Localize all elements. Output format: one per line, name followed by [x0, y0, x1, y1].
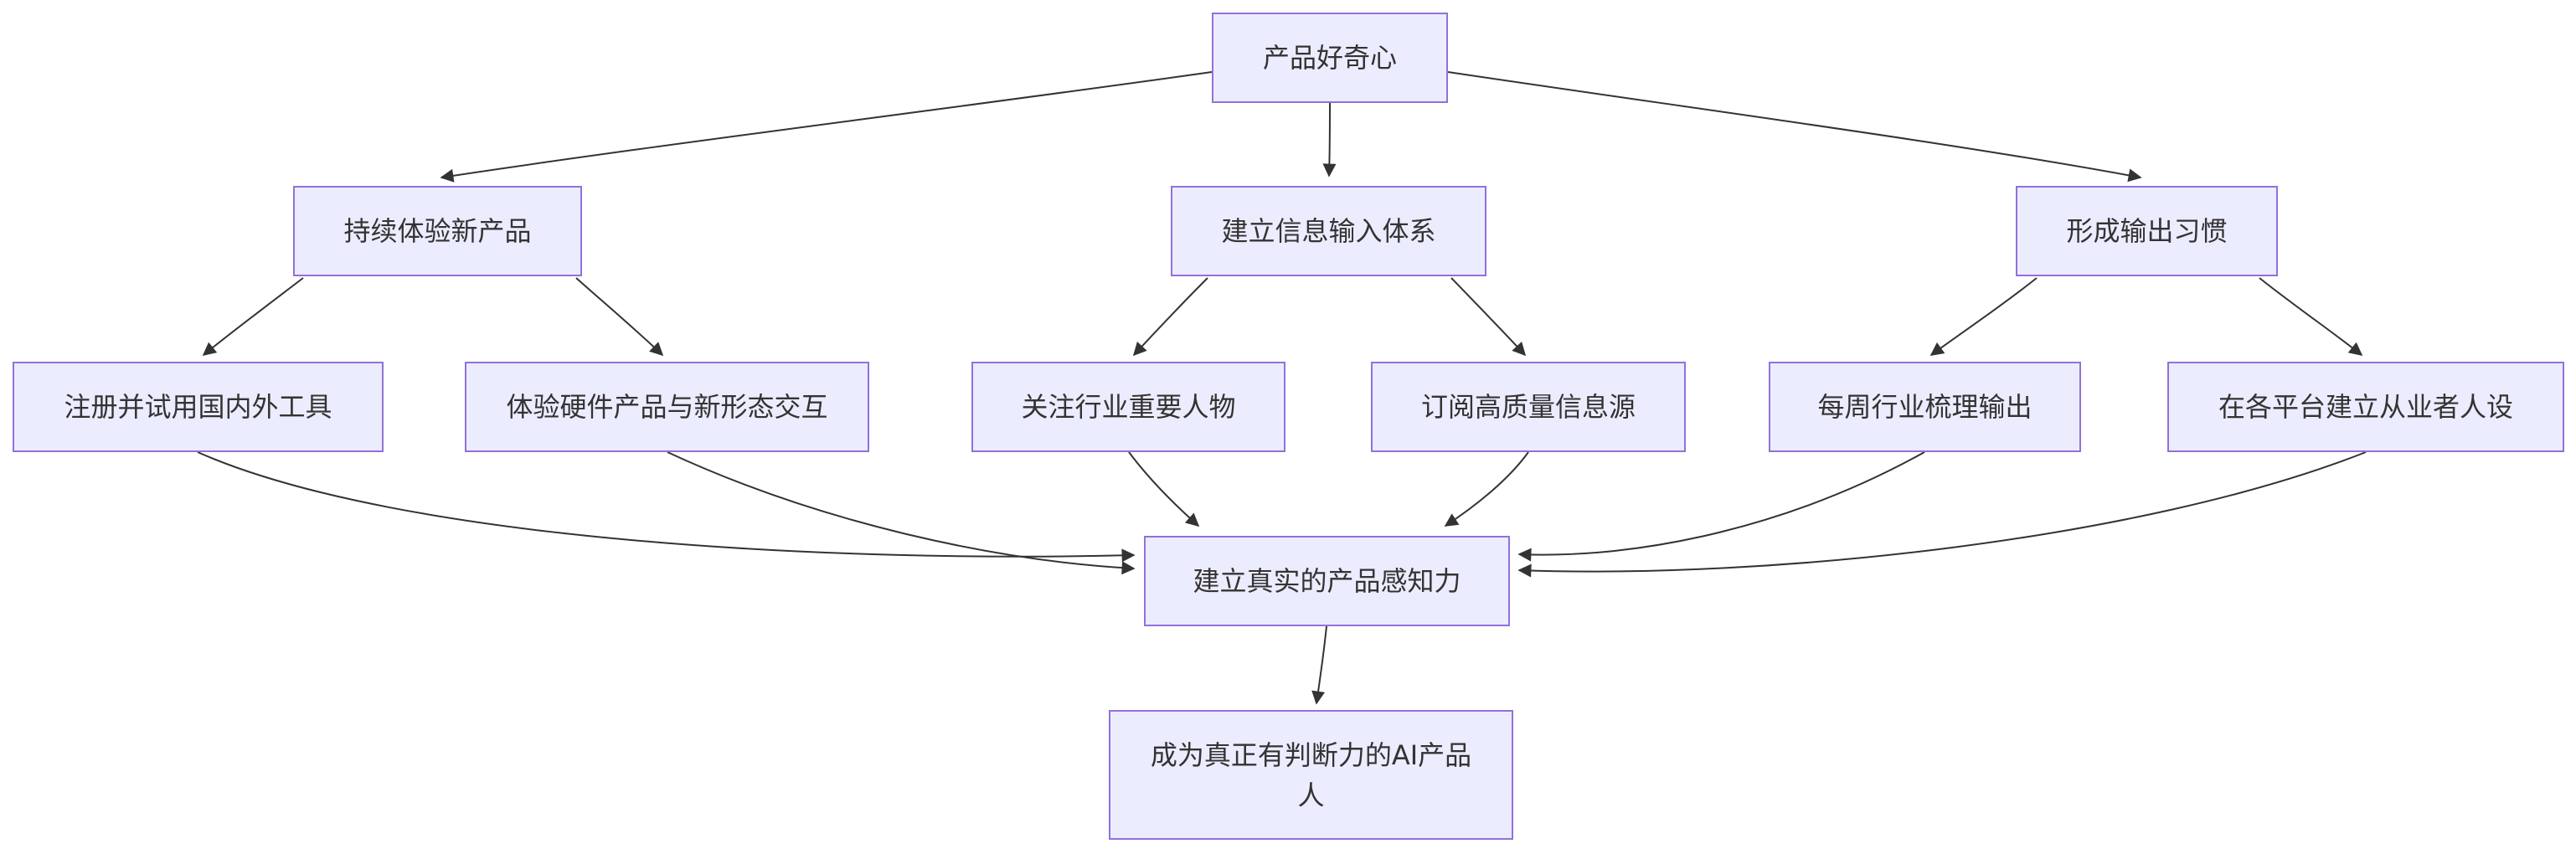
edge-A-C [1322, 102, 1337, 177]
node-ai-product-person-with-judgment: 成为真正有判断力的AI产品 人 [1109, 710, 1513, 840]
edge-B2-E [667, 451, 1136, 575]
edge-B-B2 [575, 277, 664, 357]
node-weekly-industry-output: 每周行业梳理输出 [1769, 362, 2081, 452]
edge-B-B1 [202, 277, 304, 357]
edge-C1-E [1128, 451, 1200, 527]
edge-C2-E [1444, 451, 1529, 527]
edge-D2-E [1517, 451, 2367, 578]
node-label-line: 成为真正有判断力的AI产品 [1150, 738, 1472, 771]
node-follow-industry-people: 关注行业重要人物 [971, 362, 1285, 452]
node-real-product-perception: 建立真实的产品感知力 [1144, 536, 1510, 626]
node-register-try-tools: 注册并试用国内外工具 [13, 362, 384, 452]
node-product-curiosity: 产品好奇心 [1212, 13, 1448, 103]
edge-A-D [1447, 71, 2142, 183]
edge-B1-E [197, 451, 1136, 563]
edge-D-D2 [2259, 277, 2363, 356]
edge-C-C2 [1450, 277, 1527, 357]
edge-D-D1 [1929, 277, 2038, 356]
node-continuous-product-experience: 持续体验新产品 [293, 186, 582, 276]
edge-D1-E [1517, 451, 1925, 562]
edge-C-C1 [1132, 277, 1208, 357]
node-platform-professional-persona: 在各平台建立从业者人设 [2167, 362, 2564, 452]
edge-E-F [1311, 625, 1327, 705]
node-subscribe-quality-sources: 订阅高质量信息源 [1371, 362, 1686, 452]
edge-A-B [440, 71, 1213, 183]
node-label-line: 人 [1297, 779, 1325, 811]
node-hardware-new-interaction: 体验硬件产品与新形态交互 [465, 362, 869, 452]
node-output-habit: 形成输出习惯 [2016, 186, 2278, 276]
node-information-input-system: 建立信息输入体系 [1171, 186, 1486, 276]
